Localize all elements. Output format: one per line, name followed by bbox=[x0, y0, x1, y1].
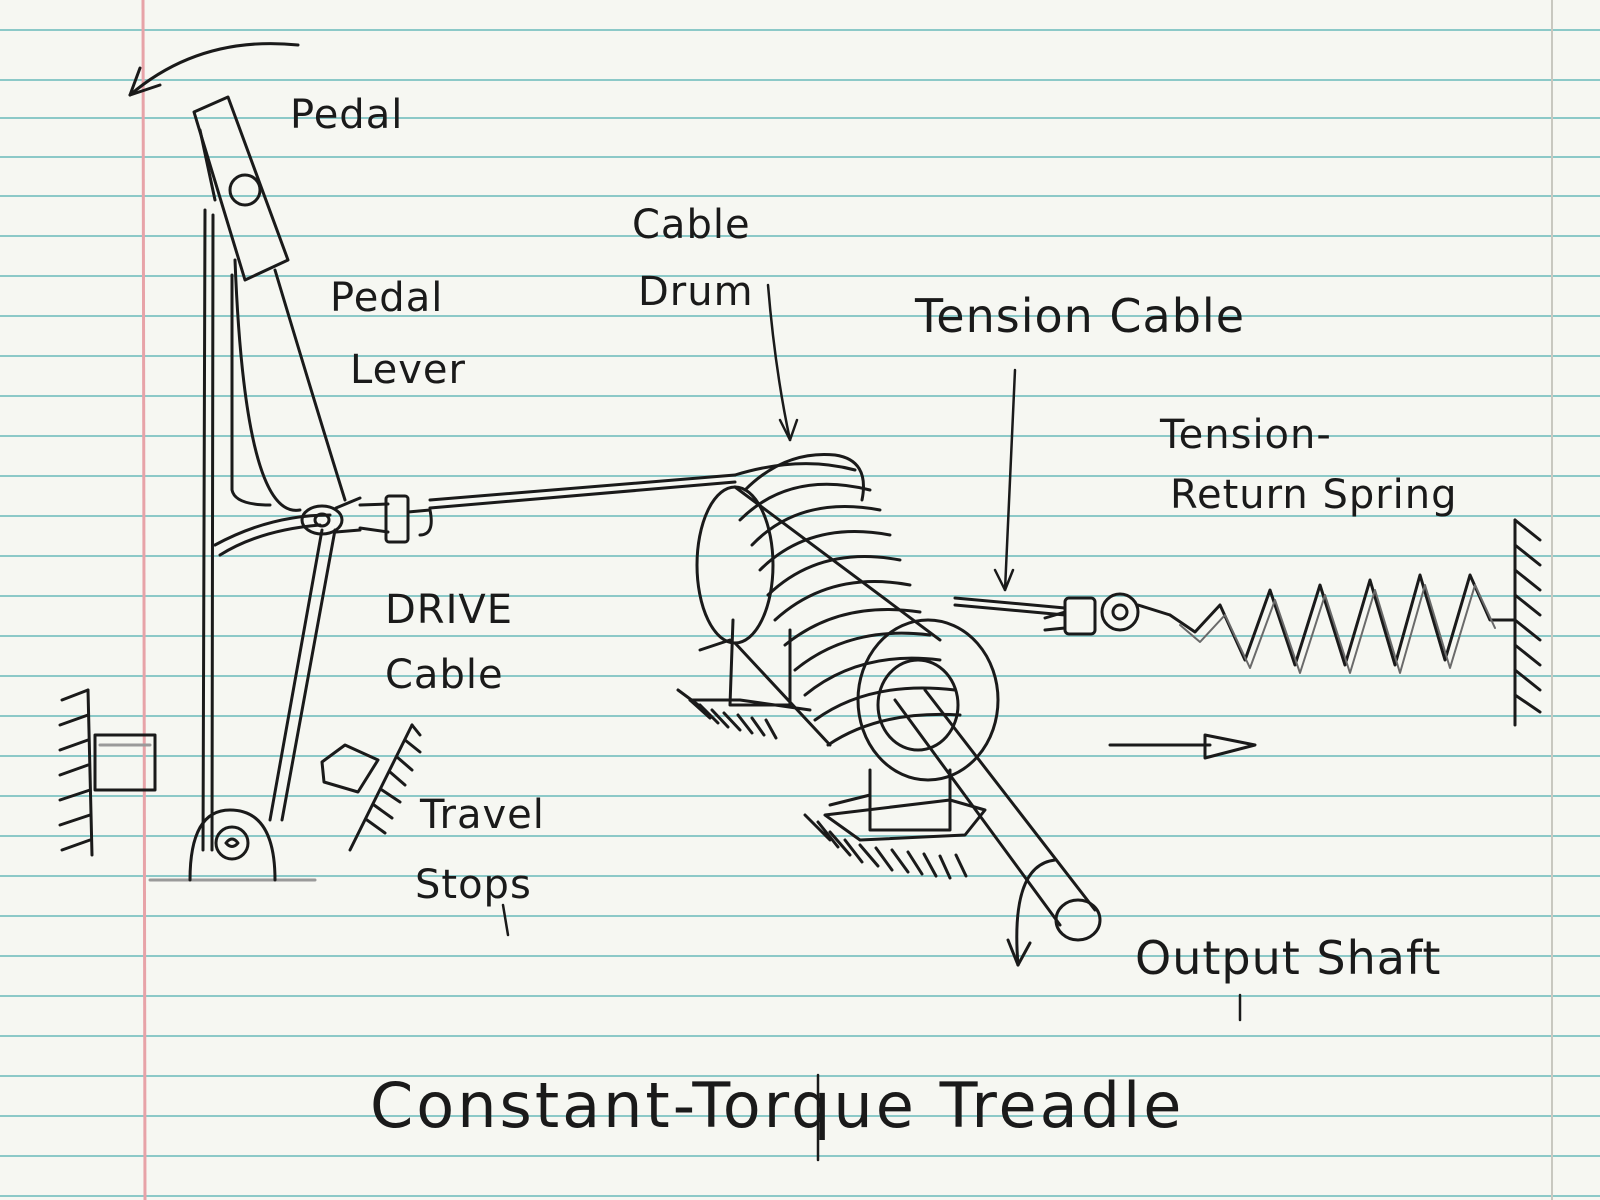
travel-stop-right bbox=[320, 723, 422, 852]
margin-line bbox=[141, 0, 147, 1200]
pedal bbox=[192, 95, 290, 282]
lever-pivot bbox=[300, 496, 362, 536]
tension-return-spring-label-line1: Tension- bbox=[1160, 412, 1332, 458]
diagram-title: Constant-Torque Treadle bbox=[370, 1069, 1185, 1142]
drive-cable-label-line1: DRIVE bbox=[385, 587, 514, 633]
tension-return-spring-label-line2: Return Spring bbox=[1170, 472, 1458, 518]
pedal-label: Pedal bbox=[290, 92, 404, 138]
bearing-block-front bbox=[803, 768, 987, 880]
travel-stops-label-line2: Stops bbox=[415, 862, 532, 908]
pedal-lever-label-line2: Lever bbox=[350, 347, 466, 393]
tension-return-spring bbox=[1168, 573, 1517, 674]
tension-cable bbox=[953, 592, 1172, 636]
spring-direction-arrow bbox=[1108, 733, 1257, 760]
pedal-frame bbox=[148, 208, 337, 882]
pedal-lever bbox=[230, 258, 347, 512]
bearing-block-rear bbox=[676, 618, 812, 740]
wall-anchor-right bbox=[1513, 518, 1542, 727]
drum-end-flange bbox=[856, 618, 1000, 782]
ruled-lines bbox=[0, 29, 1600, 1197]
travel-stop-left bbox=[58, 688, 157, 857]
pedal-rotation-arrow bbox=[128, 42, 300, 97]
drive-cable bbox=[358, 462, 857, 544]
cable-drum bbox=[695, 452, 962, 747]
pedal-lever-label-line1: Pedal bbox=[330, 275, 444, 321]
cable-drum-label-line2: Drum bbox=[638, 269, 754, 315]
shaft-rotation-arrow bbox=[1006, 858, 1057, 967]
drive-cable-label-line2: Cable bbox=[385, 652, 504, 698]
tension-cable-label: Tension Cable bbox=[915, 289, 1245, 343]
output-shaft-label: Output Shaft bbox=[1135, 931, 1442, 985]
leader-lines bbox=[501, 283, 1242, 1162]
travel-stops-label-line1: Travel bbox=[420, 792, 545, 838]
cable-drum-label-line1: Cable bbox=[632, 202, 751, 248]
output-shaft bbox=[893, 688, 1102, 942]
